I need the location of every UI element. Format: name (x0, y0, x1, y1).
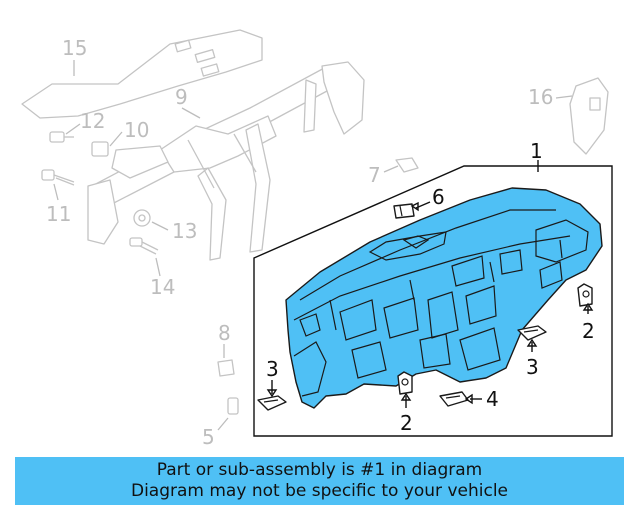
banner-line-1: Part or sub-assembly is #1 in diagram (156, 460, 483, 480)
callout-9: 9 (175, 85, 188, 109)
callout-16: 16 (528, 85, 553, 109)
part-16-trim (569, 77, 609, 155)
part-15-brace-plate (21, 29, 263, 119)
callout-14: 14 (150, 275, 175, 299)
banner-line-2: Diagram may not be specific to your vehi… (130, 481, 508, 501)
part-5-bolt (227, 397, 239, 415)
callout-15: 15 (62, 36, 87, 60)
part-2-bracket-right (577, 283, 593, 307)
part-1-instrument-panel (285, 187, 603, 409)
part-9-cross-car-beam (87, 61, 365, 261)
part-8-clip (217, 359, 235, 377)
part-14-bolt (129, 237, 159, 255)
callout-4: 4 (486, 387, 499, 411)
part-11-bolt (41, 169, 75, 186)
part-13-nut (133, 209, 151, 227)
callout-2-lower: 2 (400, 411, 413, 435)
callout-2-right: 2 (582, 319, 595, 343)
info-banner: Part or sub-assembly is #1 in diagram Di… (15, 457, 624, 505)
part-6-clip (393, 203, 415, 219)
callout-3-left: 3 (266, 357, 279, 381)
callout-13: 13 (172, 219, 197, 243)
callout-12: 12 (80, 109, 105, 133)
part-4-clip (439, 391, 469, 407)
callout-7: 7 (368, 163, 381, 187)
callout-11: 11 (46, 202, 71, 226)
part-12-bolt (49, 131, 74, 143)
assembly-outline-box (253, 165, 613, 437)
callout-3-right: 3 (526, 355, 539, 379)
callout-1: 1 (530, 139, 543, 163)
callout-10: 10 (124, 118, 149, 142)
part-3-clip-right (517, 325, 547, 341)
callout-8: 8 (218, 321, 231, 345)
part-3-clip-left (257, 395, 287, 411)
part-7-clip (395, 157, 419, 173)
callout-5: 5 (202, 425, 215, 449)
part-10-clip (91, 141, 109, 157)
part-2-bracket-lower (397, 371, 413, 395)
callout-6: 6 (432, 185, 445, 209)
